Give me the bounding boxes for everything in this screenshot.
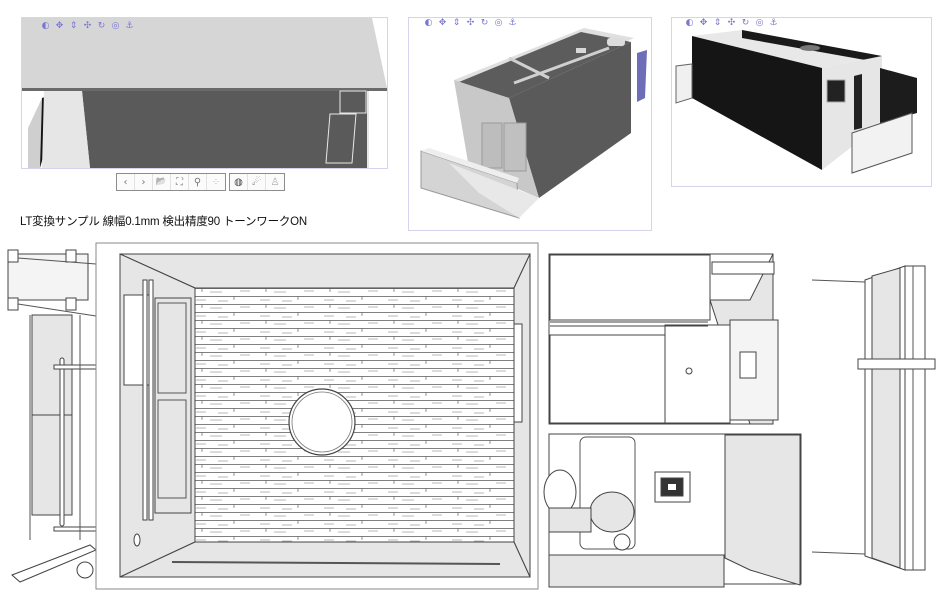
move-icon[interactable]: ✣ <box>83 21 92 31</box>
center-icon[interactable]: ⚓ <box>508 18 517 28</box>
toolbar-group-render: ◍ ☄ ♙ <box>229 173 285 191</box>
folder-icon: 📂 <box>155 177 168 187</box>
move-icon[interactable]: ✣ <box>466 18 475 28</box>
lt-converted-drawing <box>0 240 940 605</box>
viewer-toolbar: ‹ › 📂 ⛶ ⚲ ⁘ ◍ ☄ ♙ <box>116 173 285 191</box>
nav-cube-toolbar[interactable]: ◐ ✥ ⇕ ✣ ↻ ◎ ⚓ <box>423 18 518 29</box>
isometric-black-render <box>675 30 917 174</box>
fit-view-button[interactable]: ⛶ <box>171 174 189 190</box>
center-icon[interactable]: ⚓ <box>125 21 134 31</box>
zoom-icon[interactable]: ⇕ <box>713 18 722 28</box>
open-model-button[interactable]: 📂 <box>153 174 171 190</box>
look-icon[interactable]: ◎ <box>755 18 764 28</box>
isometric-gray-render <box>420 28 647 219</box>
look-icon[interactable]: ◎ <box>111 21 120 31</box>
viewport-isometric-black[interactable]: ◐ ✥ ⇕ ✣ ↻ ◎ ⚓ <box>671 17 932 187</box>
left-room-fragment <box>7 249 97 583</box>
zoom-icon[interactable]: ⇕ <box>69 21 78 31</box>
prev-button[interactable]: ‹ <box>117 174 135 190</box>
rotate-icon[interactable]: ↻ <box>480 18 489 28</box>
door-panel-fragment <box>811 265 936 571</box>
reset-button[interactable]: ⁘ <box>207 174 225 190</box>
camera-height-button[interactable]: ⚲ <box>189 174 207 190</box>
camera-height-icon: ⚲ <box>193 176 202 188</box>
zoom-icon[interactable]: ⇕ <box>452 18 461 28</box>
right-top-room <box>548 253 779 425</box>
center-icon[interactable]: ⚓ <box>769 18 778 28</box>
light-button[interactable]: ☄ <box>248 174 266 190</box>
right-bottom-room <box>543 433 802 588</box>
pan-icon[interactable]: ✥ <box>438 18 447 28</box>
orbit-icon[interactable]: ◐ <box>41 21 50 31</box>
viewport-isometric-gray[interactable]: ◐ ✥ ⇕ ✣ ↻ ◎ ⚓ <box>408 17 652 231</box>
figure-icon: ♙ <box>270 176 280 188</box>
orbit-icon[interactable]: ◐ <box>424 18 433 28</box>
rotate-icon[interactable]: ↻ <box>97 21 106 31</box>
viewport-side-elevation[interactable]: ◐ ✥ ⇕ ✣ ↻ ◎ ⚓ <box>21 17 388 169</box>
nav-cube-toolbar[interactable]: ◐ ✥ ⇕ ✣ ↻ ◎ ⚓ <box>684 18 779 29</box>
sphere-icon: ◍ <box>234 176 243 188</box>
chevron-left-icon: ‹ <box>123 176 128 188</box>
toolbar-group-navigation: ‹ › 📂 ⛶ ⚲ ⁘ <box>116 173 226 191</box>
orbit-icon[interactable]: ◐ <box>685 18 694 28</box>
conversion-settings-caption: LT変換サンプル 線幅0.1mm 検出精度90 トーンワークON <box>20 216 308 228</box>
rotate-icon[interactable]: ↻ <box>741 18 750 28</box>
look-icon[interactable]: ◎ <box>494 18 503 28</box>
render-style-button[interactable]: ◍ <box>230 174 248 190</box>
pan-icon[interactable]: ✥ <box>699 18 708 28</box>
chevron-right-icon: › <box>141 176 146 188</box>
fit-view-icon: ⛶ <box>176 176 183 188</box>
pan-icon[interactable]: ✥ <box>55 21 64 31</box>
light-icon: ☄ <box>252 176 261 188</box>
figure-button[interactable]: ♙ <box>266 174 284 190</box>
nav-cube-toolbar[interactable]: ◐ ✥ ⇕ ✣ ↻ ◎ ⚓ <box>40 21 135 32</box>
next-button[interactable]: › <box>135 174 153 190</box>
side-elevation-render <box>22 18 387 168</box>
move-icon[interactable]: ✣ <box>727 18 736 28</box>
reset-icon: ⁘ <box>211 176 221 188</box>
main-room <box>119 253 531 578</box>
lt-line-art <box>7 242 936 590</box>
